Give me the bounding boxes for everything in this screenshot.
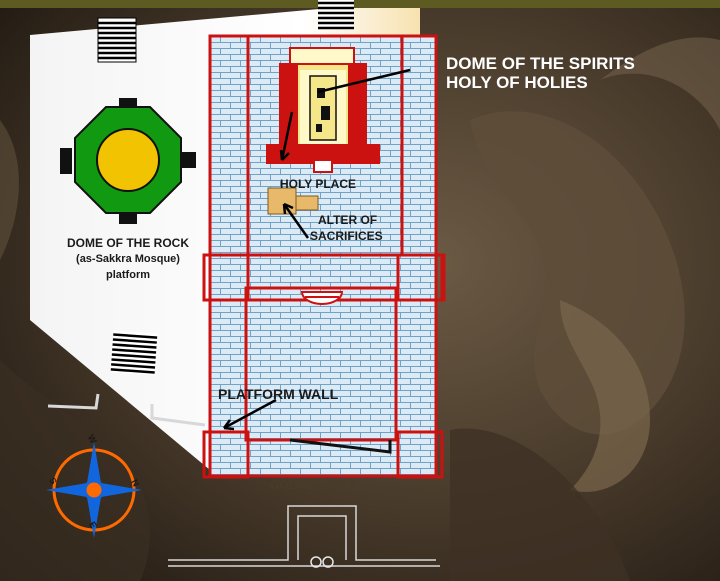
golden-gate-outline xyxy=(168,506,440,566)
label-platform: platform xyxy=(38,269,218,281)
label-dome-of-the-spirits: DOME OF THE SPIRITS xyxy=(446,54,635,73)
stairs-top-left xyxy=(98,18,136,62)
stairs-top-center xyxy=(318,0,354,30)
label-holy-place: HOLY PLACE xyxy=(280,177,356,191)
stairs-bottom-left xyxy=(111,331,158,376)
label-platform-wall: PLATFORM WALL xyxy=(218,386,338,402)
label-mosque-name: (as-Sakkra Mosque) xyxy=(38,253,218,265)
label-holy-of-holies: HOLY OF HOLIES xyxy=(446,73,588,92)
label-altar-line1: ALTER OF xyxy=(318,213,398,227)
label-altar-line2: SACRIFICES xyxy=(310,229,400,243)
label-dome-of-the-rock: DOME OF THE ROCK xyxy=(38,236,218,250)
label-golden-gate: GOLDEN GATE xyxy=(270,478,357,492)
